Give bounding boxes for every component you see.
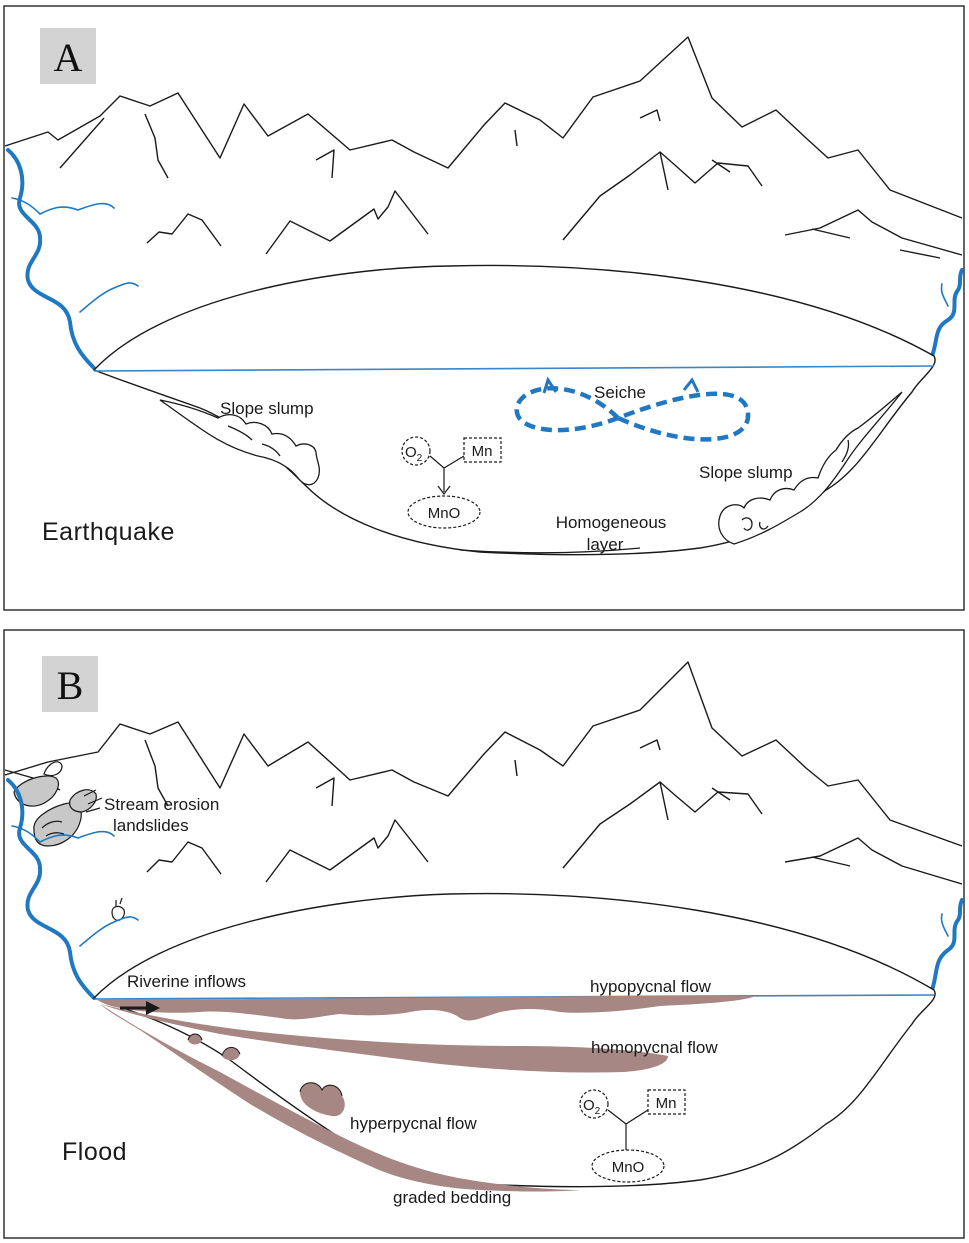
- panel-a-o2-label: O2: [405, 444, 423, 464]
- panel-a-letter-box: [40, 28, 96, 84]
- panel-a-mn-label: Mn: [472, 443, 493, 460]
- homopycnal-flow-plume: [100, 1004, 668, 1073]
- panel-b-stream-erosion-label: Stream erosion: [104, 795, 219, 814]
- panel-a-letter: A: [54, 35, 83, 80]
- panel-b-landslides-label: landslides: [113, 816, 189, 835]
- panel-b-riverine-inflows-label: Riverine inflows: [127, 972, 246, 991]
- panel-b-letter: B: [57, 663, 84, 708]
- panel-a-slump-right: [718, 391, 903, 545]
- panel-a-chemistry: O2 Mn MnO: [401, 436, 502, 529]
- panel-b-letter-box: [42, 656, 98, 712]
- panel-b-reaction-lines: [607, 1109, 649, 1150]
- panel-b-o2-circle: [579, 1089, 609, 1119]
- panel-b-lump-outlines: [187, 1033, 343, 1097]
- panel-a-slope-slump-right-label: Slope slump: [699, 463, 793, 482]
- panel-b-mn-box: [647, 1089, 686, 1115]
- panel-a-homogeneous-layer: [459, 547, 641, 554]
- panel-b-hypopycnal-label: hypopycnal flow: [590, 977, 712, 996]
- panel-a-seiche-wave: [514, 386, 751, 442]
- panel-b-mno-ellipse: [591, 1149, 665, 1183]
- panel-b-mn-label: Mn: [656, 1095, 677, 1112]
- panel-a-o2-circle: [401, 436, 431, 466]
- panel-b-hyperpycnal-label: hyperpycnal flow: [350, 1114, 477, 1133]
- panel-b-homopycnal-label: homopycnal flow: [591, 1038, 718, 1057]
- hyperpycnal-lumps: [188, 1034, 345, 1117]
- panel-b-graded-bedding-label: graded bedding: [393, 1188, 511, 1207]
- panel-a-mno-label: MnO: [428, 505, 461, 522]
- panel-b-mountains: [4, 661, 963, 885]
- panel-a-homogeneous-label-2: layer: [587, 535, 624, 554]
- panel-a-mountains: [4, 36, 963, 259]
- panel-a-mn-box: [463, 437, 502, 463]
- panel-b-mno-label: MnO: [612, 1159, 645, 1176]
- panel-a-rivers: [6, 148, 964, 370]
- hypopycnal-flow-plume: [96, 996, 756, 1021]
- panel-b-inflow-arrow: [120, 1001, 160, 1015]
- panel-a-reaction-lines: [429, 455, 465, 495]
- panel-a-event-label: Earthquake: [42, 518, 175, 546]
- panel-b-rivers: [6, 778, 964, 1000]
- panel-a-mno-ellipse: [407, 495, 481, 529]
- panel-b-lake-basin: [92, 892, 936, 1188]
- panel-b-chemistry: O2 Mn MnO: [579, 1089, 686, 1183]
- panel-a-homogeneous-label-1: Homogeneous: [556, 513, 667, 532]
- panel-b-sediment-flows: [96, 996, 756, 1192]
- panel-a-slope-slump-left-label: Slope slump: [220, 399, 314, 418]
- panel-b-o2-label: O2: [583, 1097, 601, 1117]
- panel-b-event-label: Flood: [62, 1138, 127, 1166]
- panel-a-seiche-arrows: [542, 376, 700, 394]
- panel-a: A: [3, 5, 965, 611]
- panel-a-slump-left: [159, 399, 321, 486]
- panel-b: B: [3, 629, 965, 1239]
- panel-a-water-surface: [93, 365, 935, 372]
- panel-a-seiche-label: Seiche: [594, 383, 646, 402]
